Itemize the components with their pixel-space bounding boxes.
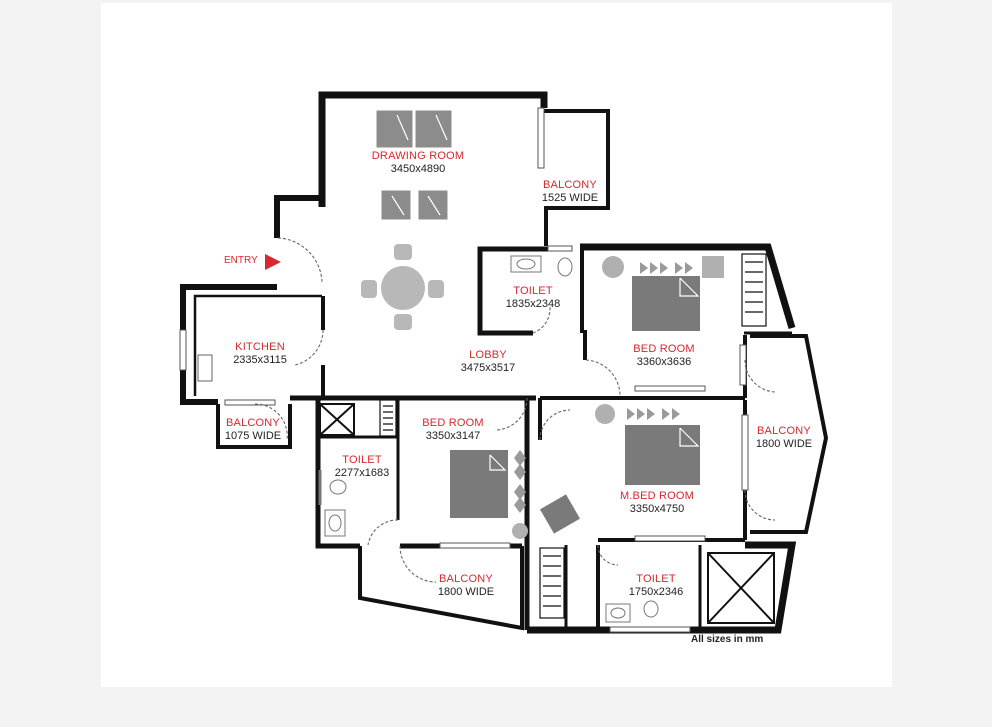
kitchen-sink [197, 354, 213, 382]
window-kitchen [179, 329, 187, 371]
window-bed1-bottom [634, 385, 706, 392]
wall-kitchen-inner [193, 294, 322, 396]
window-toilet1 [547, 245, 573, 252]
sofa-left [375, 109, 414, 149]
window-mbed [741, 414, 749, 491]
floor-plan [179, 91, 829, 634]
wardrobe-closet [539, 547, 565, 619]
wall-entry-left [274, 195, 322, 238]
entry-arrow-icon [265, 254, 281, 270]
window-toilet3 [609, 626, 691, 633]
bed-2 [450, 450, 508, 518]
wall-toilet1 [477, 246, 548, 336]
dining-table [381, 266, 425, 310]
chair-left [380, 189, 412, 221]
window-bed1 [739, 344, 747, 386]
bed-1 [632, 276, 700, 331]
wall-balcony-top [540, 109, 610, 246]
wc-2 [329, 479, 347, 495]
window-balcony2 [224, 399, 276, 406]
window-mbed-bottom [634, 535, 706, 542]
window-bed2 [439, 542, 511, 549]
window-balcony1 [537, 107, 545, 169]
shaft-left [319, 403, 355, 436]
wall-balcony3 [358, 546, 524, 631]
entry-label: ENTRY [224, 255, 258, 266]
wc-1 [557, 257, 573, 277]
bed-master [625, 425, 700, 485]
wall-balcony-left [216, 404, 292, 449]
shaft-right [707, 552, 775, 624]
sofa-right [414, 109, 453, 149]
units-note: All sizes in mm [691, 634, 764, 645]
study-chair [540, 494, 580, 534]
wardrobe-bed1 [741, 253, 767, 327]
wall-balcony-right [750, 334, 829, 534]
wall-toilet2 [315, 400, 360, 549]
wall-bed1-top [580, 243, 796, 329]
wc-3 [643, 600, 659, 618]
wall-drawing-room [318, 91, 548, 207]
